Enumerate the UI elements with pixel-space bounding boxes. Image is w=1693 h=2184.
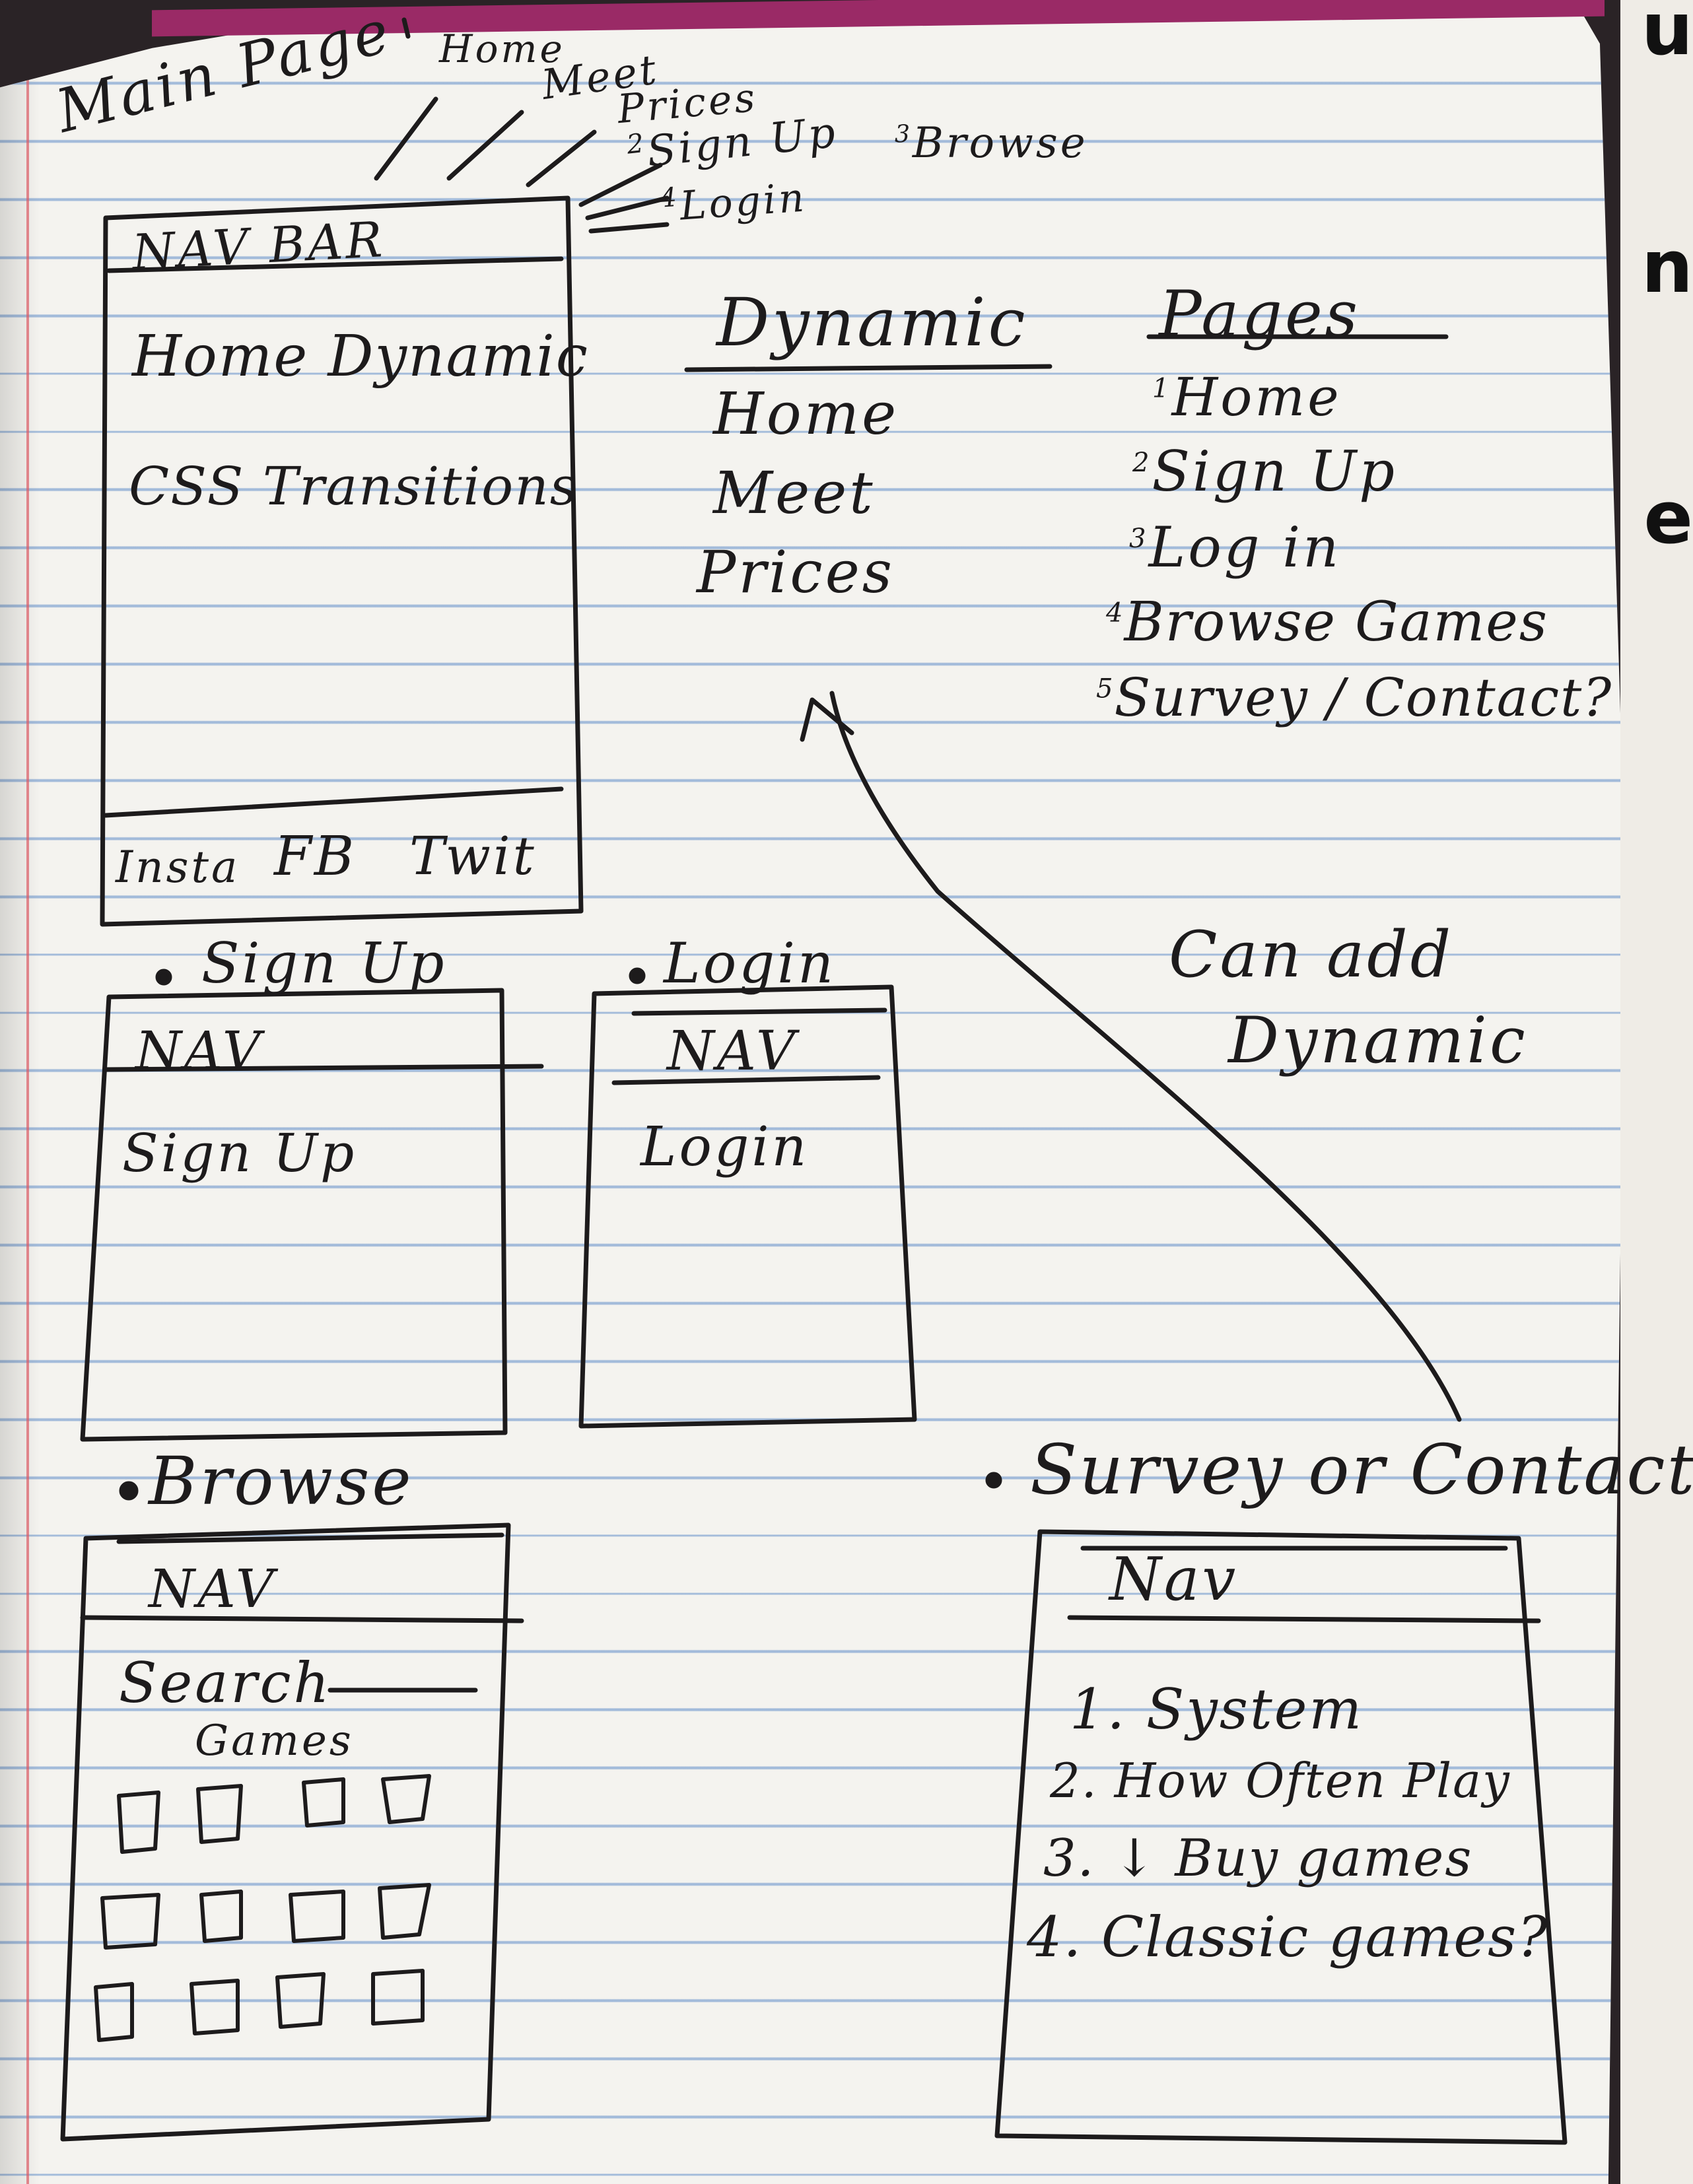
- survey-bullet-label: Survey or Contact?: [1030, 1429, 1693, 1510]
- dynamic-heading: Dynamic: [716, 284, 1028, 361]
- spine-letter: e: [1643, 475, 1693, 560]
- survey-item-system: 1. System: [1070, 1677, 1364, 1742]
- signup-bullet-label: Sign Up: [201, 931, 447, 996]
- browse-games-label: Games: [195, 1717, 354, 1765]
- spine-letter: n: [1641, 224, 1693, 309]
- spine-letter: u: [1641, 0, 1693, 71]
- navbar-underline: [106, 256, 564, 273]
- footer-fb: FB: [274, 825, 357, 888]
- pages-item-browse-games: 4Browse Games: [1106, 591, 1548, 654]
- dynamic-item-prices: Prices: [697, 538, 895, 606]
- signup-nav-label: NAV: [135, 1020, 263, 1081]
- browse-frame: [60, 1522, 511, 2142]
- footer-insta: Insta: [116, 842, 240, 893]
- pages-heading: Pages: [1159, 277, 1361, 351]
- footer-divider: [103, 786, 564, 818]
- pages-item-login: 3Log in: [1129, 515, 1342, 580]
- game-tile-grid: [94, 1774, 431, 2042]
- login-content-label: Login: [640, 1116, 810, 1178]
- nav-link-home: Home: [439, 26, 565, 71]
- dynamic-item-meet: Meet: [713, 459, 876, 527]
- main-content-css-transitions: CSS Transitions: [129, 456, 578, 517]
- footer-twit: Twit: [409, 825, 537, 887]
- survey-nav-label: Nav: [1109, 1545, 1239, 1614]
- margin-line: [26, 0, 29, 2184]
- note-line-1: Can add: [1169, 918, 1454, 992]
- nav-link-login: 4Login: [658, 174, 808, 230]
- login-nav-label: NAV: [667, 1020, 798, 1083]
- main-content-home-dynamic: Home Dynamic: [132, 324, 589, 390]
- pages-item-signup: 2Sign Up: [1132, 439, 1397, 504]
- pages-item-home: 1Home: [1152, 366, 1342, 428]
- signup-content-label: Sign Up: [122, 1122, 357, 1184]
- note-line-2: Dynamic: [1228, 1004, 1528, 1077]
- main-page-frame: [100, 195, 584, 927]
- survey-item-classic-games: 4. Classic games?: [1027, 1905, 1549, 1969]
- signup-frame: [80, 988, 508, 1442]
- facing-page-edge: u n e: [1620, 0, 1693, 2184]
- survey-item-buy-games: 3. ↓ Buy games: [1043, 1829, 1473, 1888]
- login-bullet-label: Login: [664, 931, 837, 996]
- dynamic-underline: [684, 364, 1053, 372]
- browse-nav-label: NAV: [149, 1558, 277, 1620]
- browse-bullet-label: Browse: [149, 1443, 414, 1520]
- login-frame: [578, 984, 917, 1429]
- dynamic-item-home: Home: [713, 380, 899, 448]
- arrow-to-dynamic: [829, 691, 1462, 1422]
- survey-frame: [994, 1529, 1568, 2145]
- survey-item-how-often-play: 2. How Often Play: [1050, 1753, 1511, 1808]
- pages-item-survey-contact: 5Survey / Contact?: [1096, 667, 1613, 728]
- browse-search-label: Search: [119, 1651, 332, 1715]
- nav-link-browse: 3Browse: [895, 119, 1088, 168]
